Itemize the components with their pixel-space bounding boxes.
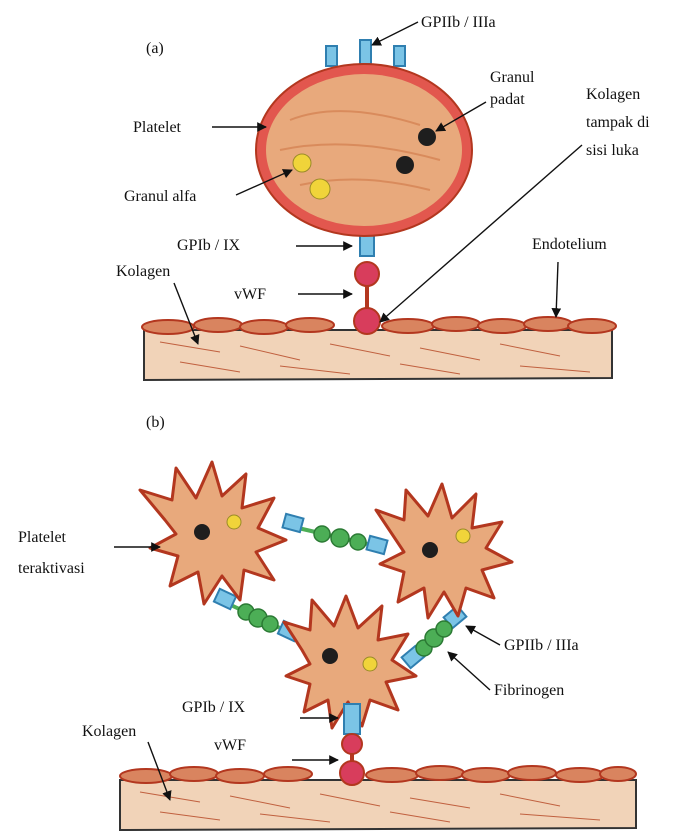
label-gp2b3a-a: GPIIb / IIIa — [421, 14, 496, 31]
label-vwf-b: vWF — [214, 737, 246, 754]
label-vwf-a: vWF — [234, 286, 266, 303]
panel-b: (b) — [18, 414, 636, 830]
label-platelet-a: Platelet — [133, 119, 182, 136]
vwf-node-b — [342, 734, 362, 754]
vwf-node-a — [355, 262, 379, 286]
activated-platelet-1 — [140, 462, 286, 604]
label-fibrinogen: Fibrinogen — [494, 682, 564, 699]
label-kolagen-luka-1: Kolagen — [586, 86, 640, 103]
panel-b-tag: (b) — [146, 414, 165, 431]
dense-granule-2 — [396, 156, 414, 174]
label-granul-padat-1: Granul — [490, 69, 535, 86]
alpha-granule-b1 — [227, 515, 241, 529]
label-endotelium: Endotelium — [532, 236, 607, 253]
vwf-collagen-node-b — [340, 761, 364, 785]
label-kolagen-b: Kolagen — [82, 723, 136, 740]
dense-granule-b3 — [322, 648, 338, 664]
alpha-granule-b2 — [456, 529, 470, 543]
gp2b3a-receptors-a — [326, 40, 405, 66]
panel-a: (a) — [116, 14, 650, 380]
panel-a-tag: (a) — [146, 40, 164, 57]
activated-platelet-2 — [376, 484, 512, 618]
label-gp1b9-b: GPIb / IX — [182, 699, 246, 716]
tissue-slab-b — [120, 766, 636, 830]
gp1b9-receptor-b — [344, 704, 360, 734]
dense-granule-1 — [418, 128, 436, 146]
dense-granule-b2 — [422, 542, 438, 558]
vwf-anchor-b — [340, 704, 364, 785]
platelet-a — [256, 64, 472, 236]
label-granul-padat-2: padat — [490, 91, 525, 108]
label-kolagen-a: Kolagen — [116, 263, 170, 280]
alpha-granule-b3 — [363, 657, 377, 671]
label-gp1b9-a: GPIb / IX — [177, 237, 241, 254]
label-platelet-b-2: teraktivasi — [18, 560, 85, 577]
label-platelet-b-1: Platelet — [18, 529, 67, 546]
alpha-granule-1 — [293, 154, 311, 172]
vwf-collagen-node-a — [354, 308, 380, 334]
vwf-anchor-a — [354, 230, 380, 334]
label-kolagen-luka-2: tampak di — [586, 114, 650, 131]
label-kolagen-luka-3: sisi luka — [586, 142, 639, 159]
tissue-body-b — [120, 780, 636, 830]
label-granul-alfa: Granul alfa — [124, 188, 196, 205]
dense-granule-b1 — [194, 524, 210, 540]
alpha-granule-2 — [310, 179, 330, 199]
label-gp2b3a-b: GPIIb / IIIa — [504, 637, 579, 654]
tissue-body-a — [144, 330, 612, 380]
platelet-body-a — [266, 74, 462, 226]
